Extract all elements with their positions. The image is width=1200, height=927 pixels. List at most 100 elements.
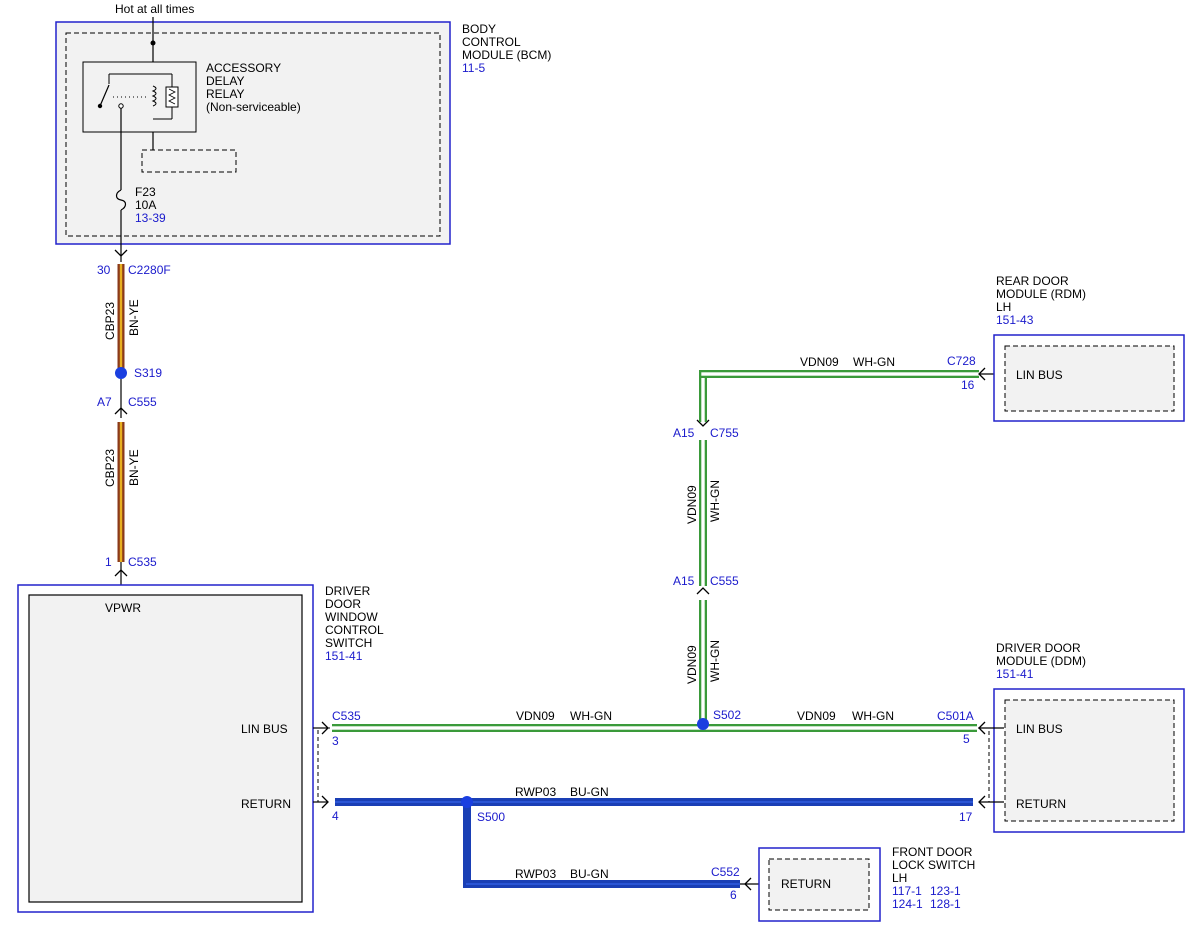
wire-vdn09-top-inner <box>701 372 980 376</box>
wire-cbp23-upper-yellow <box>119 264 123 373</box>
vdn09-main-left-circuit: VDN09 <box>516 709 555 723</box>
bcm-title-3: MODULE (BCM) <box>462 48 551 62</box>
switch-title-3: WINDOW <box>325 610 378 624</box>
vdn09-top-circuit: VDN09 <box>800 355 839 369</box>
switch-connector-bracket <box>317 727 330 803</box>
c535-pin: 1 <box>105 555 112 569</box>
fuse-ref: 13-39 <box>135 211 166 225</box>
splice-s500-label: S500 <box>477 810 505 824</box>
switch-return-label: RETURN <box>241 797 291 811</box>
rdm-title-1: REAR DOOR <box>996 274 1069 288</box>
rdm-title-3: LH <box>996 300 1011 314</box>
driver-door-module: LIN BUS RETURN DRIVER DOOR MODULE (DDM) … <box>937 641 1185 833</box>
switch-c535-lin-pin: 3 <box>332 734 339 748</box>
vdn09-vert-lower-circuit: VDN09 <box>685 645 699 684</box>
relay-resistor-zigzag <box>168 88 176 105</box>
c552-pin: 6 <box>730 888 737 902</box>
c555-upper-conn: C555 <box>128 395 157 409</box>
bcm-outer-box <box>55 21 451 245</box>
wire-cbp23-lower-yellow <box>119 422 123 562</box>
ddm-inner-dashed-box <box>1004 699 1175 822</box>
c552-conn: C552 <box>711 865 740 879</box>
switch-lin-label: LIN BUS <box>241 722 288 736</box>
switch-vpwr-label: VPWR <box>105 601 141 615</box>
rdm-ref: 151-43 <box>996 313 1034 327</box>
fuse-label-2: 10A <box>135 198 156 212</box>
vdn09-top-color: WH-GN <box>853 355 895 369</box>
splice-s319-label: S319 <box>134 366 162 380</box>
bcm-ref: 11-5 <box>462 61 485 75</box>
cbp23-upper-color: BN-YE <box>127 299 141 336</box>
rdm-title-2: MODULE (RDM) <box>996 287 1086 301</box>
wire-cbp23: 30 C2280F CBP23 BN-YE S319 A7 C555 CBP23… <box>97 249 171 585</box>
connector-c555-right-chevron <box>696 587 710 595</box>
c2280f-pin: 30 <box>97 263 111 277</box>
ddm-connector-bracket <box>978 727 990 803</box>
relay-switch-contact <box>118 103 124 109</box>
c555-upper-pin: A7 <box>97 395 112 409</box>
wire-rwp03-branch-vert <box>463 802 471 888</box>
lock-switch-pin-label: RETURN <box>781 877 831 891</box>
lock-switch-title-3: LH <box>892 871 907 885</box>
wire-vdn09-vert-lower-inner <box>701 600 705 726</box>
bcm-internal-dashed-box <box>141 149 237 173</box>
ddm-title-1: DRIVER DOOR <box>996 641 1081 655</box>
switch-inner-box <box>28 594 303 903</box>
relay-label-3: RELAY <box>206 87 244 101</box>
splice-s502-label: S502 <box>713 708 741 722</box>
switch-ref: 151-41 <box>325 649 363 663</box>
bcm-module: Hot at all times ACCESSORY DELAY RELAY (… <box>55 2 551 262</box>
front-door-lock-switch: RETURN FRONT DOOR LOCK SWITCH LH 117-1 1… <box>758 845 975 922</box>
switch-title-4: CONTROL <box>325 623 384 637</box>
splice-s500-dot <box>461 796 473 808</box>
relay-label-1: ACCESSORY <box>206 61 281 75</box>
vdn09-main-right-color: WH-GN <box>852 709 894 723</box>
ddm-lin-label: LIN BUS <box>1016 722 1063 736</box>
cbp23-upper-circuit: CBP23 <box>103 302 117 340</box>
switch-title-1: DRIVER <box>325 584 371 598</box>
switch-c535-lin-conn: C535 <box>332 709 361 723</box>
splice-s502-dot <box>697 718 709 730</box>
c555-right-conn: C555 <box>710 574 739 588</box>
rdm-inner-dashed-box <box>1004 345 1175 412</box>
bcm-title-1: BODY <box>462 22 496 36</box>
relay-label-4: (Non-serviceable) <box>206 100 301 114</box>
c2280f-conn: C2280F <box>128 263 171 277</box>
wire-vdn09-vert-upper-inner <box>701 372 705 423</box>
connector-c535-chevron <box>114 569 128 577</box>
lock-switch-title-1: FRONT DOOR <box>892 845 973 859</box>
ddm-ref: 151-41 <box>996 667 1034 681</box>
rdm-pin-label: LIN BUS <box>1016 368 1063 382</box>
vdn09-main-right-circuit: VDN09 <box>797 709 836 723</box>
cbp23-lower-color: BN-YE <box>127 449 141 486</box>
relay-coil-icon <box>151 85 157 107</box>
relay-switch-pivot <box>97 103 103 109</box>
c501a-lin-pin: 5 <box>963 732 970 746</box>
lock-switch-inner-dashed-box <box>768 858 870 911</box>
fuse-label-1: F23 <box>135 185 156 199</box>
relay-switch-blade <box>99 84 110 107</box>
connector-c555-upper-chevron <box>114 407 128 415</box>
connector-c2280f-chevron <box>114 249 128 257</box>
c755-pin: A15 <box>673 426 695 440</box>
vdn09-vert-mid-color: WH-GN <box>708 480 722 522</box>
vdn09-main-left-color: WH-GN <box>570 709 612 723</box>
switch-title-5: SWITCH <box>325 636 372 650</box>
c555-right-pin: A15 <box>673 574 695 588</box>
lock-switch-title-2: LOCK SWITCH <box>892 858 975 872</box>
wire-vdn09-vert-mid-inner <box>701 440 705 586</box>
lock-switch-ref-4: 128-1 <box>930 897 961 911</box>
ddm-return-label: RETURN <box>1016 797 1066 811</box>
lock-switch-ref-3: 124-1 <box>892 897 923 911</box>
bcm-title-2: CONTROL <box>462 35 521 49</box>
rwp03-branch-color: BU-GN <box>570 867 609 881</box>
switch-c535-ret-pin: 4 <box>332 809 339 823</box>
c501a-conn: C501A <box>937 709 974 723</box>
wire-rwp03: RWP03 BU-GN RWP03 BU-GN S500 C552 6 <box>335 785 973 902</box>
rwp03-main-circuit: RWP03 <box>515 785 556 799</box>
vdn09-vert-mid-circuit: VDN09 <box>685 485 699 524</box>
wire-vdn09-main-inner <box>332 726 977 730</box>
relay-resistor-icon <box>165 86 179 108</box>
rwp03-branch-circuit: RWP03 <box>515 867 556 881</box>
